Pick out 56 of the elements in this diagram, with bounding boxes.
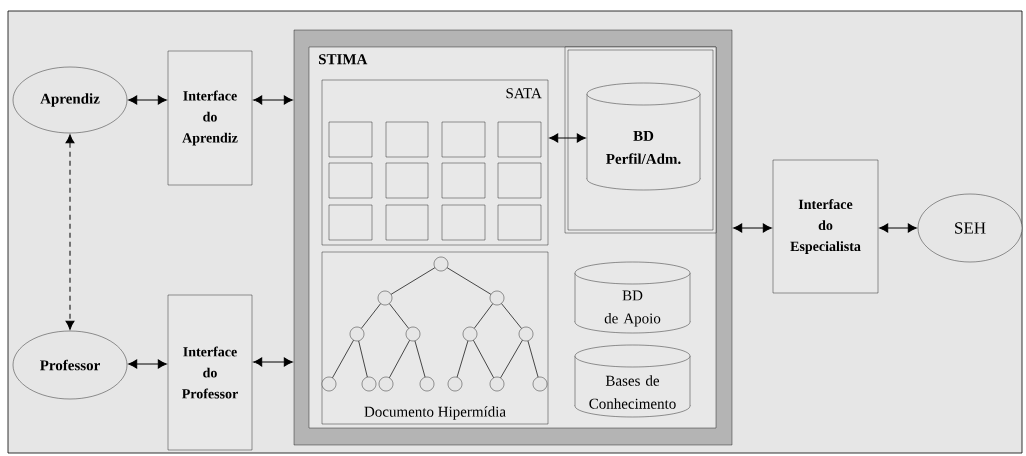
tree-line — [390, 267, 436, 295]
node-label: BD de Apoio — [604, 290, 661, 327]
tree-node-circle — [489, 376, 505, 392]
tree-node-circle — [489, 290, 505, 306]
arrow — [549, 133, 586, 143]
tree-line — [446, 267, 492, 295]
interface-box: Interface do Especialista — [772, 159, 879, 294]
tree-node-circle — [377, 290, 393, 306]
arrow — [128, 359, 167, 369]
grid-box — [497, 121, 542, 158]
tree-node-circle — [419, 376, 435, 392]
tree-node-circle — [447, 376, 463, 392]
tree-node-circle — [349, 326, 365, 342]
database-cylinder: BD Perfil/Adm. — [586, 82, 701, 191]
tree-node-circle — [433, 256, 449, 272]
arrow — [733, 223, 772, 233]
tree-node-circle — [532, 376, 548, 392]
grid-box — [328, 162, 373, 199]
tree-line — [527, 340, 539, 378]
tree-line — [389, 340, 410, 379]
grid-box — [441, 121, 486, 158]
grid-box — [441, 162, 486, 199]
grid-box — [385, 204, 429, 241]
interface-box: Interface do Aprendiz — [167, 50, 253, 186]
database-cylinder: BD de Apoio — [574, 261, 691, 334]
arrow — [253, 357, 293, 367]
tree-line — [361, 303, 381, 329]
grid-box — [497, 204, 542, 241]
grid-box — [385, 162, 429, 199]
grid-box — [328, 204, 373, 241]
tree-line — [456, 340, 469, 378]
document-box: Documento Hipermídia — [321, 251, 549, 425]
grid-box — [497, 162, 542, 199]
tree-line — [332, 339, 354, 379]
tree-node-circle — [378, 376, 394, 392]
arrow — [879, 223, 917, 233]
tree-line — [473, 340, 494, 379]
tree-node-circle — [361, 376, 377, 392]
tree-line — [500, 339, 523, 379]
node-label: SEH — [955, 222, 986, 234]
dashed-arrow — [65, 134, 75, 330]
grid-box — [385, 121, 429, 158]
grid-box — [328, 121, 373, 158]
grid-box — [441, 204, 486, 241]
tree-node-circle — [321, 376, 337, 392]
arrow — [128, 95, 167, 105]
tree-line — [414, 340, 426, 378]
interface-box: Interface do Professor — [167, 294, 253, 451]
tree-line — [358, 340, 368, 378]
tree-line — [501, 303, 522, 329]
tree-line — [389, 303, 409, 329]
arrow — [253, 95, 293, 105]
node-label: Bases de Conhecimento — [589, 375, 676, 409]
database-cylinder: Bases de Conhecimento — [574, 344, 691, 418]
tree-node-circle — [462, 326, 478, 342]
tree-line — [473, 303, 494, 329]
